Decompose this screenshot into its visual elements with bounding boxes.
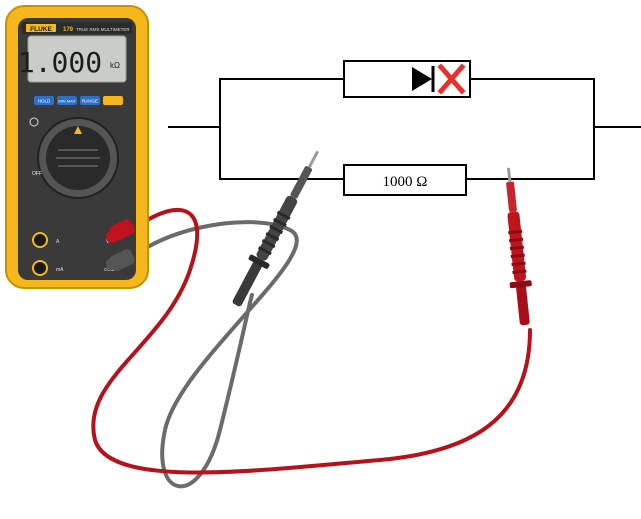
- lcd-display: [27, 35, 127, 83]
- wire-bottom-branch-right: [466, 127, 595, 180]
- range-button-label: RANGE: [82, 99, 98, 104]
- hold-button[interactable]: [34, 96, 54, 105]
- jack-com-label: COM: [104, 267, 115, 272]
- meter-subtitle: TRUE RMS MULTIMETER: [76, 27, 130, 32]
- jack-a[interactable]: [32, 232, 48, 248]
- minmax-button[interactable]: [57, 96, 77, 105]
- wire-bottom-branch: [219, 127, 344, 180]
- diode: [343, 60, 471, 98]
- display-reading: 1.000: [18, 46, 102, 79]
- jack-a-label: A: [56, 239, 60, 245]
- diode-triangle: [412, 67, 432, 91]
- setting-icon: [29, 117, 39, 127]
- jack-v-label: V: [106, 239, 110, 245]
- jack-ma[interactable]: [32, 260, 48, 276]
- jack-ma-label: mA: [56, 267, 64, 273]
- black-probe: [232, 150, 320, 307]
- jack-com[interactable]: [106, 258, 118, 270]
- range-button[interactable]: [80, 96, 100, 105]
- open-circuit-x-icon: [437, 63, 466, 95]
- dial-pointer: [74, 126, 82, 134]
- wire-top-branch: [219, 78, 344, 127]
- function-button[interactable]: [103, 96, 123, 105]
- model-number: 179: [63, 27, 74, 33]
- brand-logo: [26, 24, 56, 32]
- black-test-lead-cable: [121, 220, 299, 489]
- red-probe: [506, 167, 532, 326]
- dial-grip: [56, 149, 100, 167]
- resistor: 1000 Ω: [343, 164, 467, 196]
- minmax-button-label: MIN MAX: [58, 99, 75, 104]
- resistor-body: [343, 164, 467, 196]
- resistor-label: 1000 Ω: [383, 174, 428, 190]
- red-test-lead-cable: [91, 207, 532, 475]
- multimeter: FLUKE 179 TRUE RMS MULTIMETER 1.000 kΩ H…: [5, 5, 149, 289]
- display-unit: kΩ: [110, 61, 120, 70]
- dial-off-label: OFF: [32, 171, 42, 177]
- brand-name: FLUKE: [30, 26, 52, 33]
- jack-v[interactable]: [106, 231, 118, 243]
- wire-top-branch-right: [470, 78, 595, 127]
- hold-button-label: HOLD: [38, 99, 51, 104]
